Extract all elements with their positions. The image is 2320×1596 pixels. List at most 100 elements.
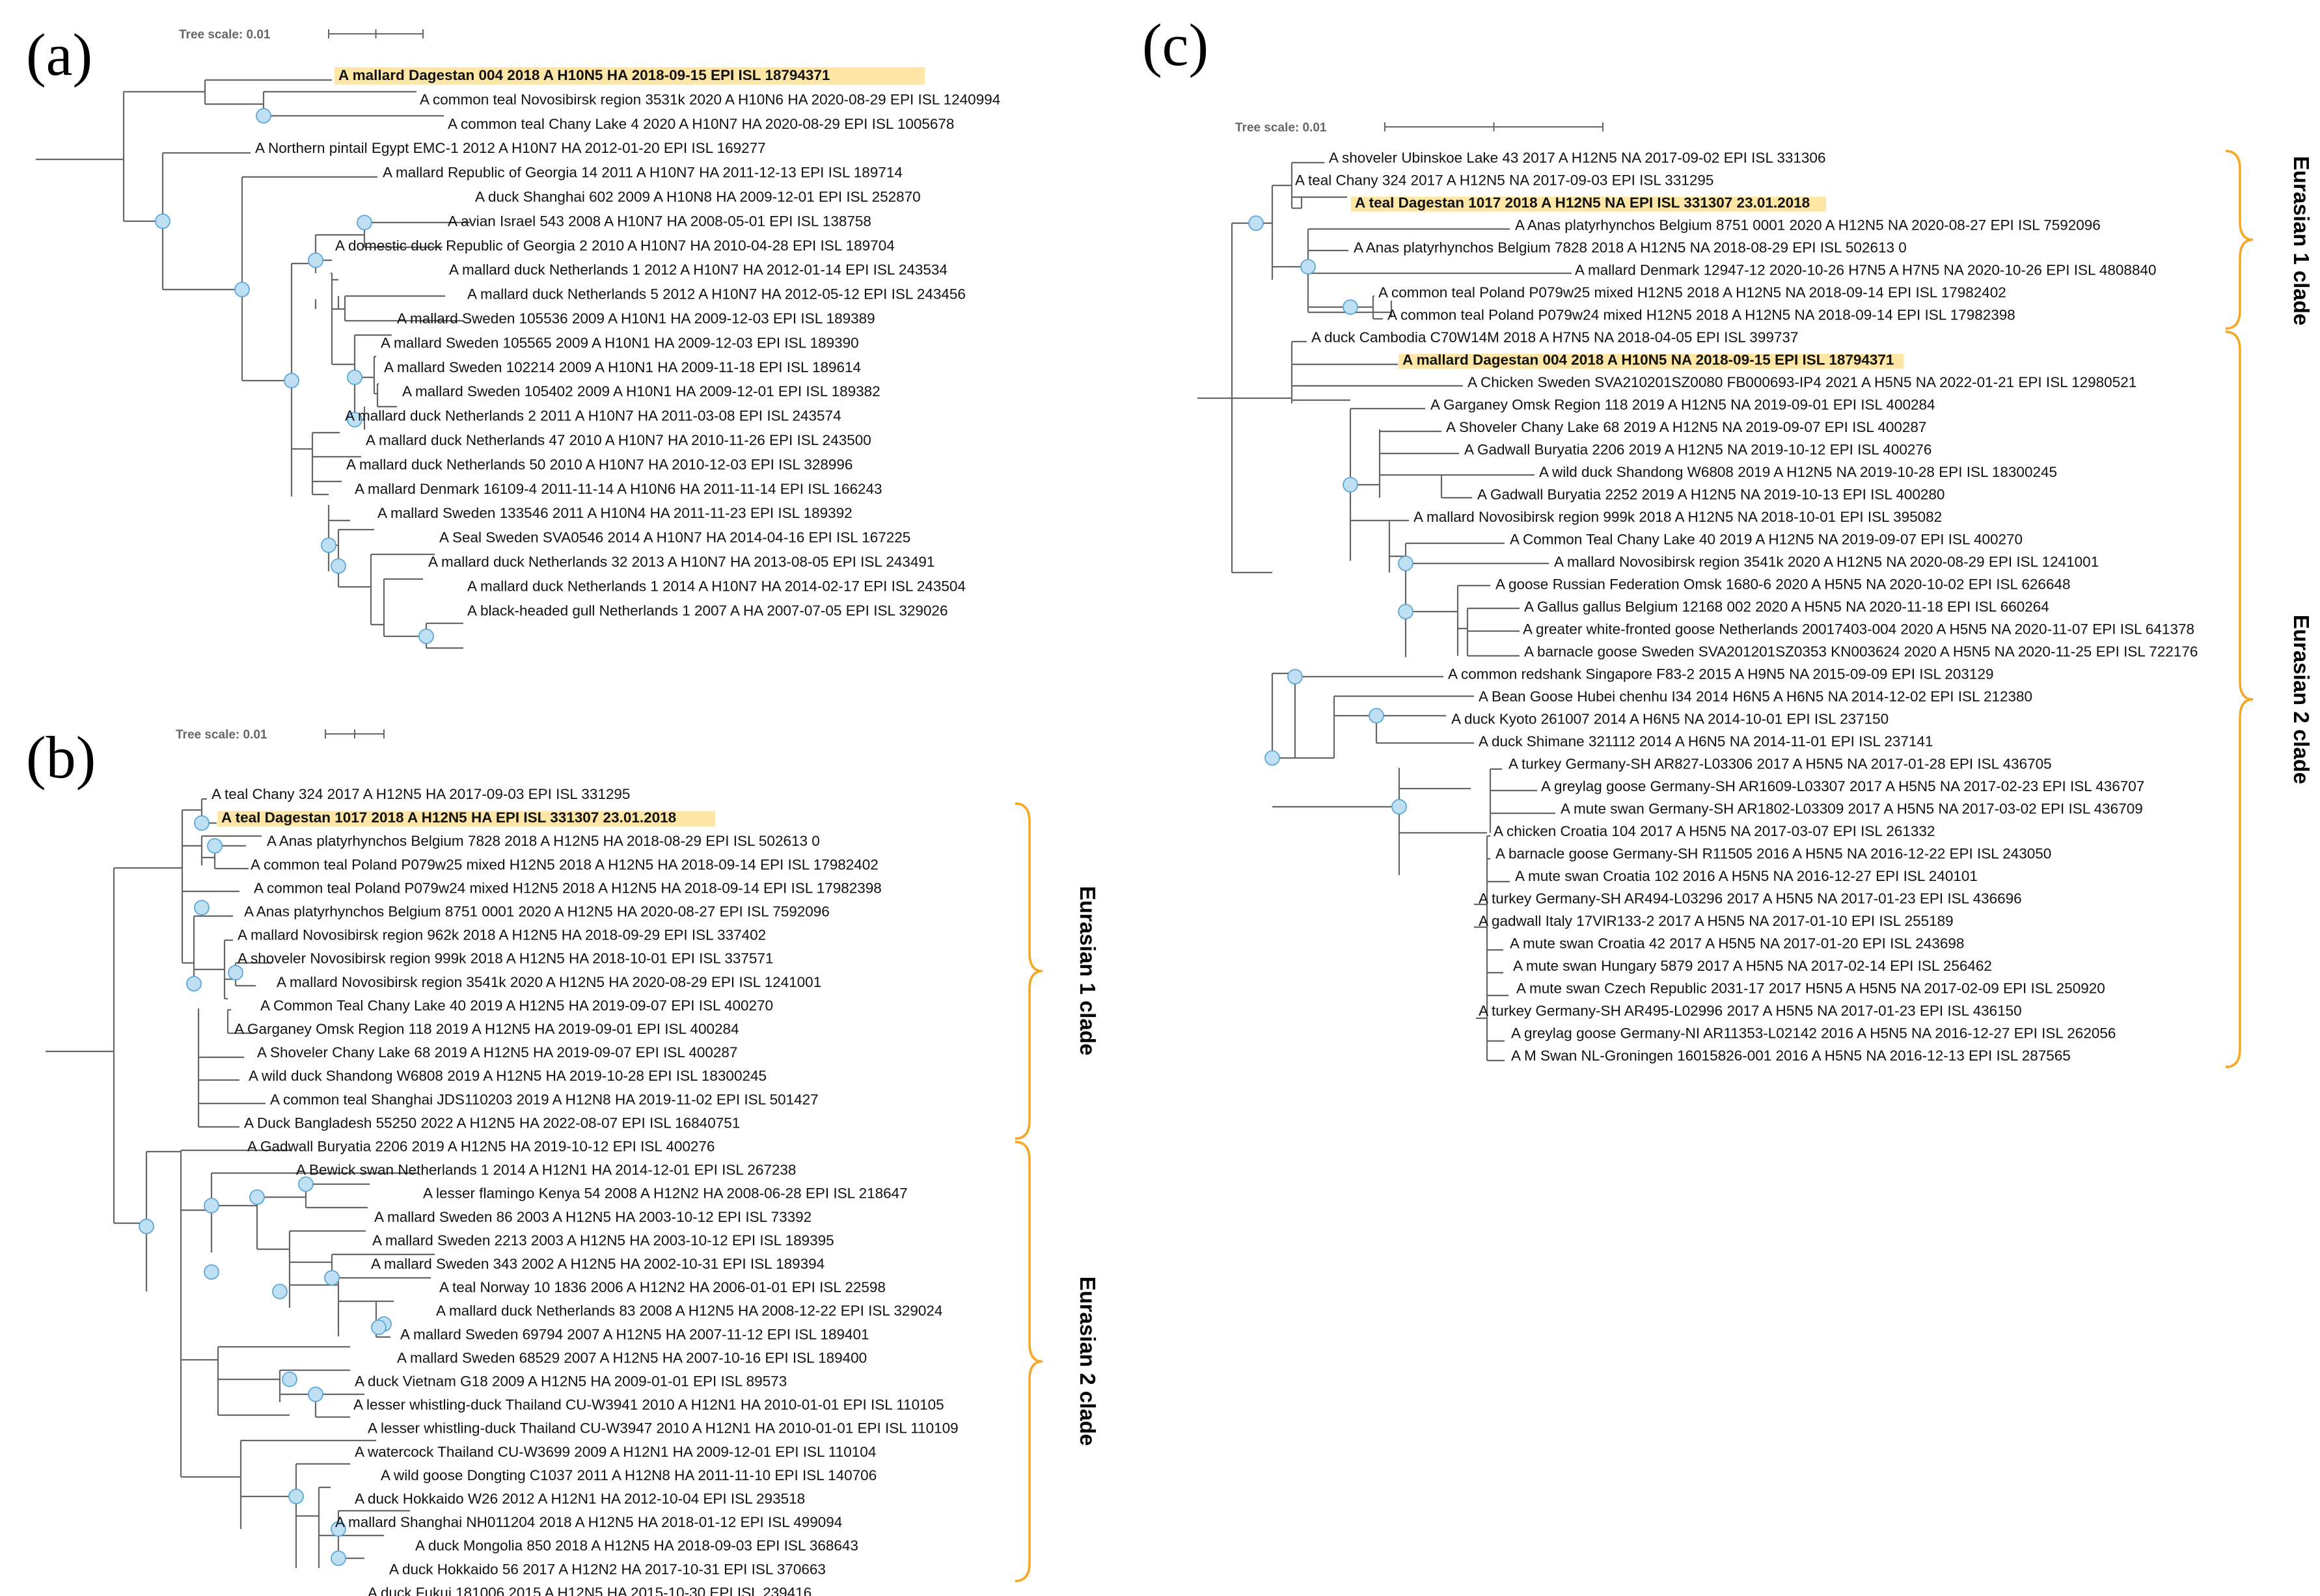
- support-node: [1398, 604, 1413, 619]
- leaf-label: A Chicken Sweden SVA210201SZ0080 FB00069…: [1467, 374, 2136, 390]
- leaf-label: A greater white-fronted goose Netherland…: [1523, 621, 2194, 638]
- leaf-label: A lesser flamingo Kenya 54 2008 A H12N2 …: [423, 1185, 908, 1202]
- leaf-label: A mallard Novosibirsk region 962k 2018 A…: [238, 927, 766, 943]
- leaf-label: A mallard Sweden 102214 2009 A H10N1 HA …: [384, 359, 861, 375]
- leaf-label: A Gadwall Buryatia 2206 2019 A H12N5 HA …: [247, 1139, 715, 1155]
- leaf-label: A mute swan Germany-SH AR1802-L03309 201…: [1561, 801, 2143, 817]
- leaf-label: A mute swan Hungary 5879 2017 A H5N5 NA …: [1513, 958, 1992, 974]
- support-node: [194, 900, 210, 915]
- leaf-label: A Bean Goose Hubei chenhu I34 2014 H6N5 …: [1479, 688, 2032, 705]
- leaf-label: A Seal Sweden SVA0546 2014 A H10N7 HA 20…: [439, 530, 910, 546]
- leaf-label: A duck Shanghai 602 2009 A H10N8 HA 2009…: [475, 189, 921, 205]
- support-node: [1300, 259, 1316, 275]
- highlighted-leaf-label: A teal Dagestan 1017 2018 A H12N5 NA EPI…: [1355, 195, 1810, 211]
- panel-a: (a)Tree scale: 0.01A mallard Dagestan 00…: [26, 21, 1000, 649]
- clade-label: Eurasian 1 clade: [2289, 156, 2313, 325]
- leaf-label: A teal Norway 10 1836 2006 A H12N2 HA 20…: [439, 1279, 886, 1295]
- clade-brace: [2225, 331, 2254, 1068]
- leaf-label: A mallard Denmark 12947-12 2020-10-26 H7…: [1575, 262, 2157, 278]
- tree-scale-label: Tree scale: 0.01: [179, 28, 271, 42]
- panel-label: (c): [1142, 12, 1208, 78]
- leaf-label: A gadwall Italy 17VIR133-2 2017 A H5N5 N…: [1479, 913, 1954, 929]
- clade-brace: [1015, 1141, 1043, 1582]
- leaf-label: A duck Cambodia C70W14M 2018 A H7N5 NA 2…: [1311, 329, 1798, 345]
- support-node: [371, 1319, 387, 1335]
- support-node: [228, 965, 243, 981]
- support-node: [331, 1550, 346, 1566]
- leaf-label: A mallard Novosibirsk region 3541k 2020 …: [277, 974, 821, 990]
- leaf-label: A mallard duck Netherlands 47 2010 A H10…: [366, 432, 871, 448]
- tree-scale-label: Tree scale: 0.01: [1235, 121, 1327, 135]
- leaf-label: A Anas platyrhynchos Belgium 8751 0001 2…: [1515, 217, 2101, 234]
- support-node: [1398, 556, 1413, 571]
- support-node: [272, 1284, 288, 1299]
- leaf-label: A mallard Denmark 16109-4 2011-11-14 A H…: [355, 481, 882, 497]
- support-node: [1343, 477, 1358, 493]
- highlighted-leaf-label: A teal Dagestan 1017 2018 A H12N5 HA EPI…: [221, 809, 676, 826]
- support-node: [1264, 750, 1280, 766]
- leaf-label: A Duck Bangladesh 55250 2022 A H12N5 HA …: [244, 1115, 740, 1131]
- highlight-marker: [1399, 353, 1904, 369]
- leaf-label: A mallard Sweden 86 2003 A H12N5 HA 2003…: [374, 1209, 812, 1225]
- leaf-label: A duck Vietnam G18 2009 A H12N5 HA 2009-…: [355, 1373, 787, 1390]
- clade-brace: [2225, 150, 2254, 330]
- leaf-label: A Gadwall Buryatia 2206 2019 A H12N5 NA …: [1464, 442, 1931, 458]
- support-node: [282, 1372, 297, 1387]
- leaf-label: A Anas platyrhynchos Belgium 8751 0001 2…: [244, 904, 830, 920]
- support-node: [1248, 215, 1264, 231]
- leaf-label: A duck Fukui 181006 2015 A H12N5 HA 2015…: [368, 1584, 812, 1596]
- leaf-label: A shoveler Novosibirsk region 999k 2018 …: [238, 951, 773, 967]
- leaf-label: A mallard duck Netherlands 1 2012 A H10N…: [449, 262, 948, 278]
- leaf-label: A shoveler Ubinskoe Lake 43 2017 A H12N5…: [1329, 150, 1825, 166]
- support-node: [204, 1198, 219, 1213]
- support-node: [331, 1521, 346, 1537]
- leaf-label: A mallard Sweden 2213 2003 A H12N5 HA 20…: [372, 1232, 834, 1249]
- leaf-label: A Common Teal Chany Lake 40 2019 A H12N5…: [260, 997, 773, 1014]
- support-node: [347, 370, 362, 385]
- leaf-label: A Northern pintail Egypt EMC-1 2012 A H1…: [255, 140, 766, 156]
- leaf-label: A mallard duck Netherlands 5 2012 A H10N…: [467, 286, 966, 303]
- leaf-label: A duck Hokkaido 56 2017 A H12N2 HA 2017-…: [389, 1561, 826, 1577]
- support-node: [321, 537, 336, 553]
- leaf-label: A Garganey Omsk Region 118 2019 A H12N5 …: [1430, 397, 1935, 413]
- support-node: [288, 1489, 304, 1504]
- leaf-label: A black-headed gull Netherlands 1 2007 A…: [467, 602, 948, 619]
- leaf-label: A watercock Thailand CU-W3699 2009 A H12…: [355, 1444, 876, 1460]
- leaf-label: A Bewick swan Netherlands 1 2014 A H12N1…: [296, 1162, 796, 1178]
- leaf-label: A mallard Sweden 105536 2009 A H10N1 HA …: [397, 310, 875, 327]
- leaf-label: A mallard Sweden 343 2002 A H12N5 HA 200…: [371, 1256, 825, 1272]
- leaf-label: A mute swan Croatia 102 2016 A H5N5 NA 2…: [1515, 868, 1978, 884]
- leaf-label: A mallard Shanghai NH011204 2018 A H12N5…: [335, 1514, 842, 1530]
- support-node: [139, 1219, 154, 1234]
- leaf-label: A mallard duck Netherlands 50 2010 A H10…: [346, 456, 853, 472]
- leaf-label: A M Swan NL-Groningen 16015826-001 2016 …: [1511, 1048, 2071, 1064]
- support-node: [347, 412, 362, 427]
- leaf-label: A mallard Republic of Georgia 14 2011 A …: [383, 165, 903, 181]
- leaf-label: A lesser whistling-duck Thailand CU-W394…: [368, 1420, 959, 1437]
- leaf-label: A greylag goose Germany-SH AR1609-L03307…: [1541, 778, 2144, 794]
- support-node: [249, 1189, 265, 1205]
- support-node: [207, 838, 223, 854]
- leaf-label: A barnacle goose Germany-SH R11505 2016 …: [1495, 846, 2051, 862]
- support-node: [418, 629, 434, 644]
- panel-label: (b): [26, 724, 96, 791]
- leaf-label: A turkey Germany-SH AR495-L02996 2017 A …: [1479, 1003, 2022, 1019]
- panel-label: (a): [26, 21, 92, 88]
- leaf-label: A mallard duck Netherlands 2 2011 A H10N…: [345, 408, 841, 424]
- leaf-label: A turkey Germany-SH AR494-L03296 2017 A …: [1479, 891, 2022, 907]
- support-node: [308, 252, 323, 268]
- leaf-label: A wild duck Shandong W6808 2019 A H12N5 …: [249, 1068, 767, 1084]
- leaf-label: A wild duck Shandong W6808 2019 A H12N5 …: [1539, 464, 2057, 480]
- leaf-label: A teal Chany 324 2017 A H12N5 NA 2017-09…: [1295, 172, 1713, 189]
- clade-brace: [1015, 802, 1043, 1140]
- leaf-label: A teal Chany 324 2017 A H12N5 HA 2017-09…: [212, 786, 630, 802]
- leaf-label: A greylag goose Germany-NI AR11353-L0214…: [1511, 1025, 2116, 1042]
- leaf-label: A common teal Chany Lake 4 2020 A H10N7 …: [448, 116, 954, 132]
- leaf-label: A barnacle goose Sweden SVA201201SZ0353 …: [1524, 643, 2198, 660]
- leaf-label: A Anas platyrhynchos Belgium 7828 2018 A…: [267, 833, 820, 849]
- support-node: [155, 213, 171, 229]
- support-node: [1391, 799, 1407, 815]
- leaf-label: A avian Israel 543 2008 A H10N7 HA 2008-…: [448, 213, 871, 229]
- leaf-label: A Common Teal Chany Lake 40 2019 A H12N5…: [1510, 532, 2023, 548]
- leaf-label: A duck Kyoto 261007 2014 A H6N5 NA 2014-…: [1451, 711, 1889, 727]
